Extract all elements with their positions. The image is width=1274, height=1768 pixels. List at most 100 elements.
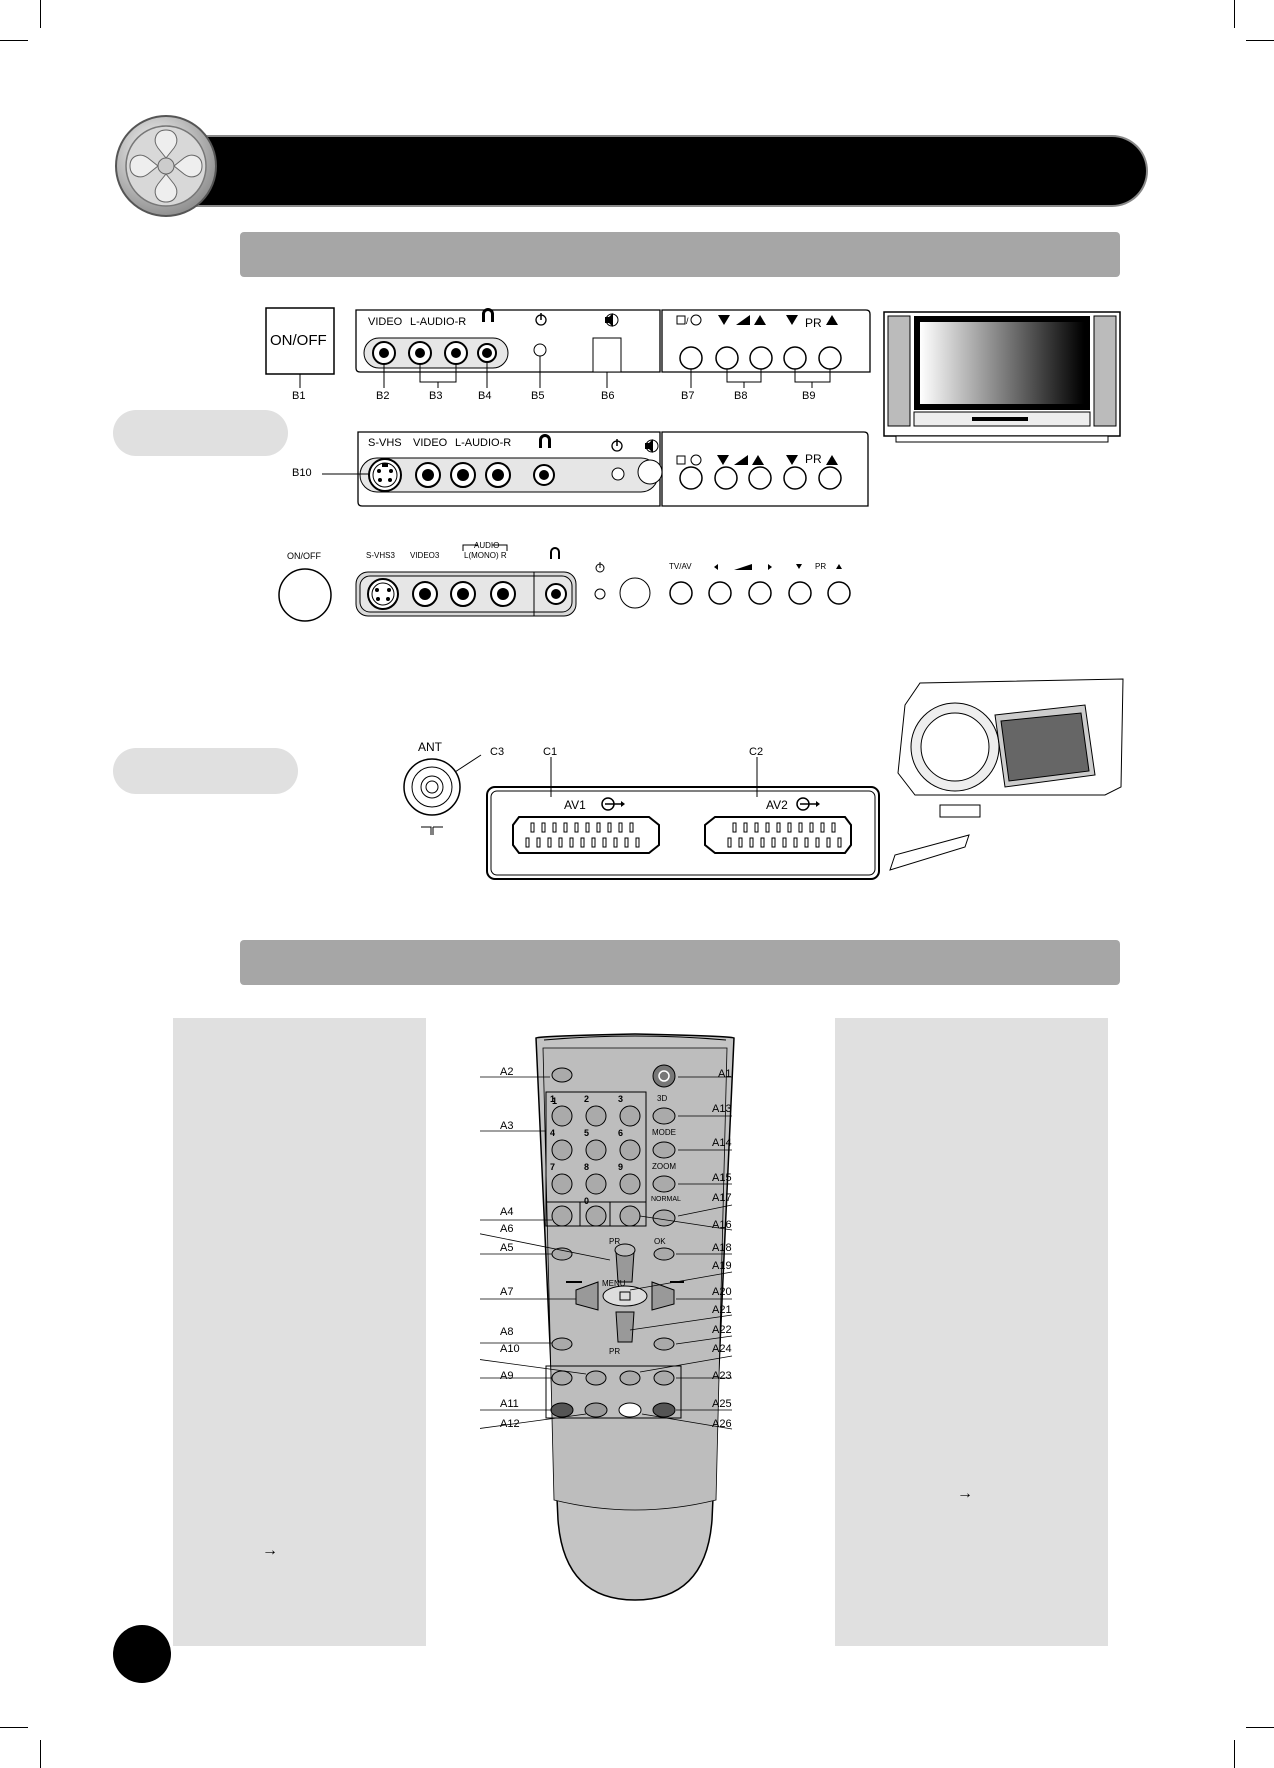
callout-B2: B2 [376, 390, 390, 402]
callout-B10: B10 [292, 467, 312, 479]
callout-C1: C1 [543, 746, 558, 758]
callout-A3: A3 [500, 1120, 514, 1132]
3d-label: 3D [657, 1094, 668, 1103]
digit-8: 8 [584, 1162, 590, 1172]
callout-A18: A18 [712, 1242, 732, 1254]
svhs-label: S-VHS [368, 437, 402, 449]
callout-B3: B3 [429, 390, 443, 402]
video-label-2: VIDEO [413, 437, 448, 449]
digit-9: 9 [618, 1162, 624, 1172]
menu-label: MENU [602, 1279, 626, 1288]
av2-label: AV2 [766, 798, 788, 812]
pr-label-bottom: PR [815, 562, 827, 571]
digit-4: 4 [550, 1128, 556, 1138]
callout-C3: C3 [490, 746, 505, 758]
crop-mark [0, 1727, 28, 1728]
digit-7: 7 [550, 1162, 556, 1172]
pr-label: PR [805, 316, 822, 330]
gray-pill [113, 748, 298, 794]
left-text-column [173, 1018, 426, 1646]
pr-bottom-label: PR [609, 1347, 621, 1356]
gray-pill [113, 410, 288, 456]
callout-A13: A13 [712, 1103, 732, 1115]
callout-A11: A11 [500, 1398, 519, 1410]
rear-panel-diagram [403, 678, 1124, 880]
section-bar-remote [240, 940, 1120, 985]
digit-6: 6 [618, 1128, 624, 1138]
tvav-label: TV/AV [669, 562, 692, 571]
callout-A16: A16 [712, 1219, 732, 1231]
normal-label: NORMAL [651, 1196, 681, 1203]
callout-B4: B4 [478, 390, 492, 402]
callout-A1: A1 [718, 1068, 732, 1080]
callout-A9: A9 [500, 1370, 514, 1382]
callout-A8: A8 [500, 1326, 514, 1338]
crop-mark [40, 0, 41, 28]
pr-label-2: PR [805, 452, 822, 466]
callout-B1: B1 [292, 390, 306, 402]
callout-A7: A7 [500, 1286, 514, 1298]
digit-2: 2 [584, 1094, 590, 1104]
callout-A6: A6 [500, 1223, 514, 1235]
onoff-label: ON/OFF [270, 332, 327, 349]
callout-B5: B5 [531, 390, 545, 402]
callout-A25: A25 [712, 1398, 732, 1410]
ant-label: ANT [418, 740, 442, 754]
digit-label: 1 [552, 1096, 557, 1106]
digit-1: 1 [550, 1094, 556, 1104]
callout-C2: C2 [749, 746, 764, 758]
callout-A22: A22 [712, 1324, 732, 1336]
callout-B6: B6 [601, 390, 615, 402]
audio-label: L-AUDIO-R [410, 316, 467, 328]
callout-B7: B7 [681, 390, 695, 402]
page-number-badge [113, 1625, 171, 1683]
crop-mark [1234, 1740, 1235, 1768]
crop-mark [0, 40, 28, 41]
onoff-label-bottom: ON/OFF [287, 551, 321, 561]
pr-top-label: PR [609, 1237, 621, 1246]
audio-sub-label: L(MONO) R [464, 551, 507, 560]
mode-label: MODE [652, 1128, 676, 1137]
arrow-right: → [957, 1485, 973, 1502]
digit-0: 0 [584, 1196, 590, 1206]
audio-top-label: AUDIO [474, 541, 500, 550]
ok-label: OK [654, 1237, 666, 1246]
callout-A5: A5 [500, 1242, 514, 1254]
arrow-left: → [262, 1542, 278, 1559]
callout-A2: A2 [500, 1066, 514, 1078]
crop-mark [1246, 40, 1274, 41]
callout-A20: A20 [712, 1286, 732, 1298]
video-label: VIDEO [368, 316, 403, 328]
header-bar [150, 137, 1146, 205]
callout-A14: A14 [712, 1137, 732, 1149]
right-text-column [835, 1018, 1108, 1646]
callout-A19: A19 [712, 1260, 732, 1272]
callout-B8: B8 [734, 390, 748, 402]
callout-A21: A21 [712, 1304, 732, 1316]
callout-A4: A4 [500, 1206, 514, 1218]
remote-control: 1 [480, 1033, 735, 1601]
onoff-box [265, 307, 335, 375]
callout-A15: A15 [712, 1172, 732, 1184]
crop-mark [40, 1740, 41, 1768]
crop-mark [1246, 1727, 1274, 1728]
front-panel-diagram: / [265, 307, 1121, 622]
callout-A24: A24 [712, 1343, 732, 1355]
crop-mark [1234, 0, 1235, 28]
audio-label-2: L-AUDIO-R [455, 437, 512, 449]
callout-B9: B9 [802, 390, 816, 402]
callout-A26: A26 [712, 1418, 732, 1430]
zoom-label: ZOOM [652, 1162, 676, 1171]
callout-A10: A10 [500, 1343, 520, 1355]
digit-3: 3 [618, 1094, 624, 1104]
av1-label: AV1 [564, 798, 586, 812]
svhs3-label: S-VHS3 [366, 551, 395, 560]
section-bar-controls [240, 232, 1120, 277]
video3-label: VIDEO3 [410, 551, 440, 560]
digit-5: 5 [584, 1128, 590, 1138]
svg-text:/: / [686, 316, 689, 326]
callout-A23: A23 [712, 1370, 732, 1382]
direction-pad-icon [115, 115, 217, 217]
callout-A12: A12 [500, 1418, 520, 1430]
callout-A17: A17 [712, 1192, 732, 1204]
